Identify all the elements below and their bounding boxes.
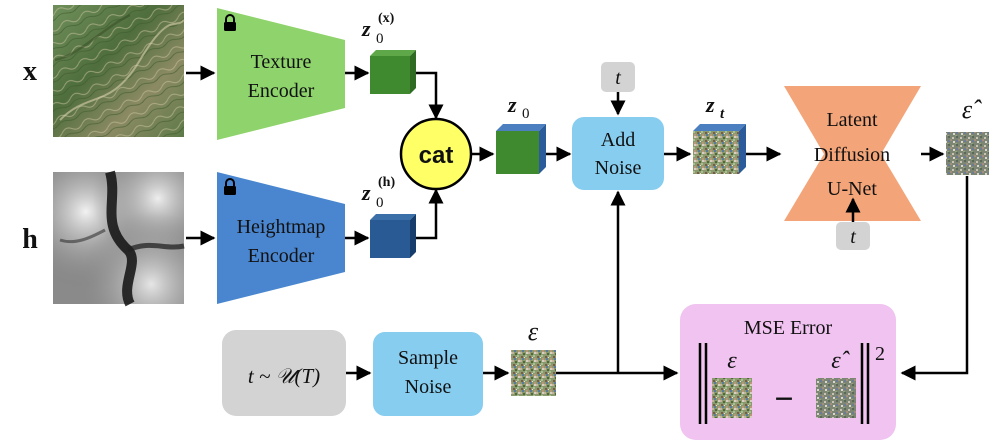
concat-label: cat bbox=[419, 142, 454, 169]
heightmap-image bbox=[53, 170, 185, 307]
svg-text:t ~ 𝒰(T): t ~ 𝒰(T) bbox=[248, 364, 320, 388]
svg-text:t: t bbox=[615, 67, 621, 89]
unet-label-line2: Diffusion bbox=[814, 144, 890, 166]
svg-text:0: 0 bbox=[522, 106, 530, 122]
mse-loss-block: MSE Error 2 ε − ε̂ bbox=[680, 304, 896, 440]
timestep-box-bottom: t bbox=[836, 222, 870, 250]
svg-text:z: z bbox=[361, 16, 371, 41]
arrow-z0h-to-cat bbox=[416, 188, 444, 240]
latent-z0h-label: z 0 (h) bbox=[361, 175, 395, 211]
predicted-noise-image bbox=[946, 132, 989, 175]
mse-epshat-image bbox=[816, 378, 856, 418]
heightmap-encoder-label-line2: Encoder bbox=[248, 245, 315, 267]
latent-z0x-cube bbox=[370, 50, 416, 94]
mse-title: MSE Error bbox=[744, 317, 833, 339]
arrow-epshat-to-mse bbox=[900, 176, 969, 381]
timestep-sampler: t ~ 𝒰(T) bbox=[222, 330, 346, 416]
texture-encoder-label-line1: Texture bbox=[251, 51, 312, 73]
unet-block: Latent Diffusion U-Net bbox=[784, 86, 921, 221]
mse-minus: − bbox=[774, 381, 793, 418]
mse-power: 2 bbox=[875, 343, 885, 365]
latent-z0h-cube bbox=[370, 214, 416, 258]
concat-node: cat bbox=[399, 117, 473, 191]
texture-encoder-label-line2: Encoder bbox=[248, 80, 315, 102]
unet-label-line3: U-Net bbox=[827, 178, 877, 200]
latent-z0-cube bbox=[496, 124, 546, 174]
sampled-noise-label: ε bbox=[528, 317, 539, 346]
lock-icon bbox=[224, 14, 236, 31]
heightmap-encoder-label-line1: Heightmap bbox=[237, 216, 326, 238]
texture-encoder: Texture Encoder bbox=[217, 8, 345, 140]
sample-noise-block: Sample Noise bbox=[373, 332, 483, 416]
heightmap-input-symbol: h bbox=[22, 224, 38, 255]
svg-text:z: z bbox=[507, 92, 517, 117]
svg-text:t: t bbox=[850, 226, 856, 248]
latent-zt-cube bbox=[693, 124, 746, 174]
svg-text:z: z bbox=[705, 92, 715, 117]
mse-eps-label: ε bbox=[727, 348, 737, 374]
latent-z0-label: z 0 bbox=[507, 92, 530, 122]
predicted-noise-label: ε̂ bbox=[962, 95, 982, 124]
lock-icon bbox=[224, 178, 236, 195]
svg-text:z: z bbox=[361, 180, 371, 205]
svg-text:0: 0 bbox=[376, 31, 384, 47]
svg-text:0: 0 bbox=[376, 195, 384, 211]
texture-image bbox=[53, 5, 185, 137]
sampled-noise-image bbox=[511, 350, 556, 396]
svg-text:(h): (h) bbox=[378, 175, 395, 190]
add-noise-label-line1: Add bbox=[601, 129, 635, 151]
latent-z0x-label: z 0 (x) bbox=[361, 11, 395, 47]
sample-noise-label-line1: Sample bbox=[398, 347, 458, 369]
svg-text:t: t bbox=[720, 106, 725, 122]
unet-label-line1: Latent bbox=[826, 109, 878, 131]
svg-text:(x): (x) bbox=[378, 11, 395, 26]
texture-input-symbol: x bbox=[23, 56, 37, 87]
latent-zt-label: z t bbox=[705, 92, 725, 122]
mse-eps-image bbox=[712, 378, 752, 418]
sample-noise-label-line2: Noise bbox=[405, 376, 452, 398]
heightmap-encoder: Heightmap Encoder bbox=[217, 172, 345, 304]
arrow-z0x-to-cat bbox=[416, 71, 444, 120]
timestep-box-top: t bbox=[601, 62, 635, 92]
add-noise-label-line2: Noise bbox=[595, 157, 642, 179]
add-noise-block: Add Noise bbox=[572, 117, 664, 190]
